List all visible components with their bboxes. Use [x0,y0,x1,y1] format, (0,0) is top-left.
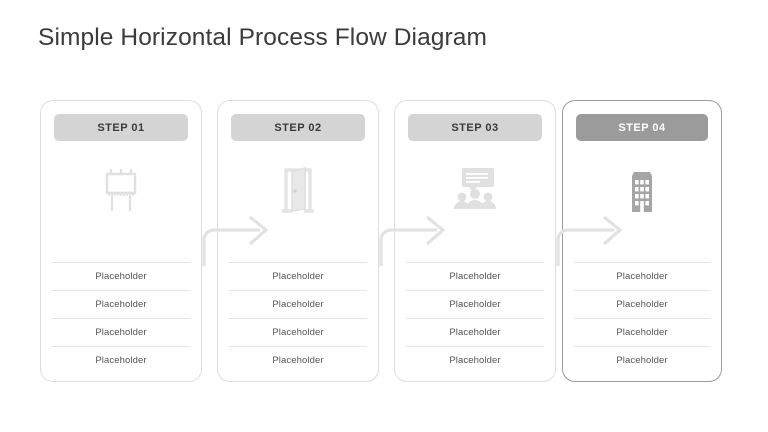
page-title: Simple Horizontal Process Flow Diagram [38,24,488,51]
step-card-1[interactable]: STEP 01 Placeholder Placeholder Placehol… [40,100,202,382]
step-badge-4: STEP 04 [576,114,708,141]
placeholder-rows-2: Placeholder Placeholder Placeholder Plac… [229,262,367,374]
list-item[interactable]: Placeholder [52,290,190,318]
list-item[interactable]: Placeholder [229,290,367,318]
step-badge-2: STEP 02 [231,114,365,141]
step-card-3[interactable]: STEP 03 Placeholder Placeholder Placehol… [394,100,556,382]
list-item[interactable]: Placeholder [406,262,544,290]
office-building-icon [563,155,721,225]
list-item[interactable]: Placeholder [574,318,710,346]
placeholder-rows-3: Placeholder Placeholder Placeholder Plac… [406,262,544,374]
arrow-step2-to-step3 [367,206,459,266]
door-icon [218,155,378,225]
list-item[interactable]: Placeholder [52,318,190,346]
step-card-2[interactable]: STEP 02 Placeholder Placeholder Placehol… [217,100,379,382]
presentation-audience-icon [395,155,555,225]
billboard-icon [41,155,201,225]
list-item[interactable]: Placeholder [574,290,710,318]
list-item[interactable]: Placeholder [406,318,544,346]
step-badge-1: STEP 01 [54,114,188,141]
list-item[interactable]: Placeholder [574,346,710,374]
step-card-4[interactable]: STEP 04 Placeholder Placeholder [562,100,722,382]
step-badge-3: STEP 03 [408,114,542,141]
arrow-step3-to-step4 [544,206,636,266]
placeholder-rows-4: Placeholder Placeholder Placeholder Plac… [574,262,710,374]
list-item[interactable]: Placeholder [229,346,367,374]
placeholder-rows-1: Placeholder Placeholder Placeholder Plac… [52,262,190,374]
list-item[interactable]: Placeholder [52,346,190,374]
list-item[interactable]: Placeholder [574,262,710,290]
list-item[interactable]: Placeholder [406,346,544,374]
list-item[interactable]: Placeholder [52,262,190,290]
list-item[interactable]: Placeholder [406,290,544,318]
list-item[interactable]: Placeholder [229,318,367,346]
arrow-step1-to-step2 [190,206,282,266]
list-item[interactable]: Placeholder [229,262,367,290]
